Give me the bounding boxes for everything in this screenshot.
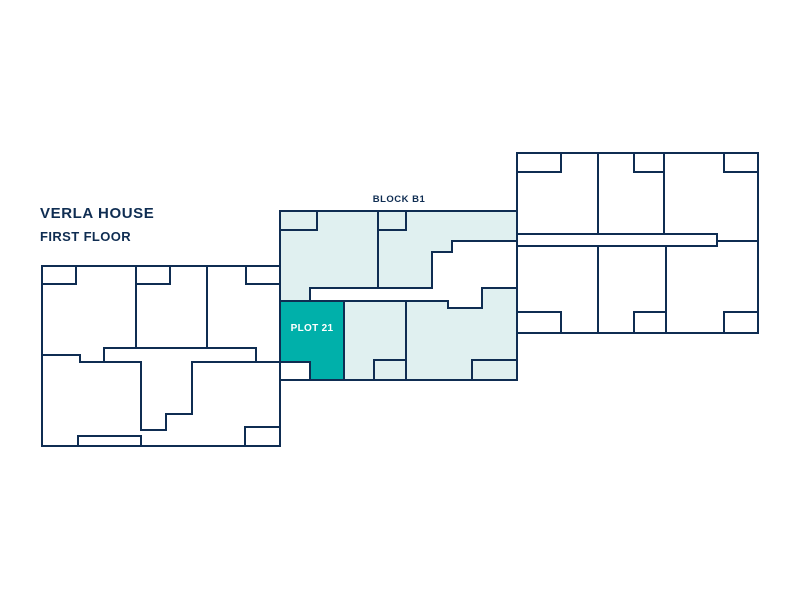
left-wing-window: [41, 265, 77, 285]
left-wing-window: [135, 265, 171, 285]
right-wing-window: [633, 311, 667, 334]
block-b1: [279, 210, 518, 381]
right-wing-window: [516, 152, 562, 173]
right-wing-window: [516, 311, 562, 334]
left-wing-window: [245, 265, 281, 285]
left-wing-corridor: [41, 347, 257, 363]
block-b1-corridor: [279, 287, 518, 309]
block-label: BLOCK B1: [372, 194, 426, 205]
block-b1-window: [279, 210, 318, 231]
right-wing-outline: [516, 152, 759, 334]
right-wing: [516, 152, 759, 334]
right-wing-window: [723, 311, 759, 334]
right-wing-corridor: [516, 233, 718, 247]
left-wing: [41, 265, 281, 447]
block-b1-window: [471, 359, 518, 381]
left-wing-window: [77, 435, 142, 447]
left-wing-window: [244, 426, 281, 447]
floor-label: FIRST FLOOR: [40, 229, 132, 244]
left-wing-corridor: [79, 361, 281, 431]
plot-21-label[interactable]: PLOT 21: [290, 323, 334, 334]
right-wing-window: [633, 152, 665, 173]
block-b1-corridor: [309, 240, 518, 302]
plot-21-unit[interactable]: [279, 300, 345, 381]
right-wing-window: [723, 152, 759, 173]
building-title: VERLA HOUSE: [40, 205, 155, 222]
block-b1-window: [279, 361, 311, 381]
block-b1-window: [373, 359, 407, 381]
unit-b1-top-right[interactable]: [377, 210, 518, 289]
block-b1-window: [377, 210, 407, 231]
